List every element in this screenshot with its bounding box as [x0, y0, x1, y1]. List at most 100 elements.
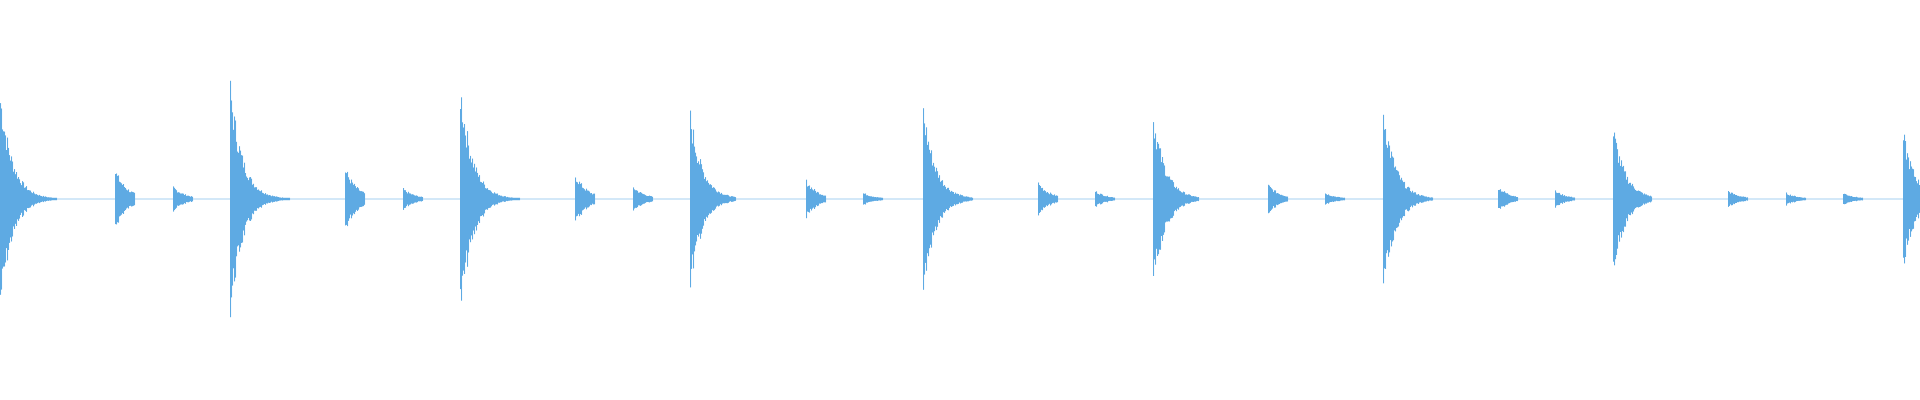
- waveform-bar: [1621, 160, 1623, 238]
- waveform-bar: [1175, 188, 1177, 210]
- waveform-bar: [1172, 180, 1174, 218]
- waveform-bar: [1572, 197, 1574, 201]
- waveform-bar: [492, 193, 494, 205]
- waveform-bar: [958, 194, 960, 204]
- waveform-bar: [1637, 190, 1639, 208]
- waveform-bar: [1798, 197, 1800, 201]
- waveform-bar: [1853, 197, 1855, 201]
- waveform-bar: [1859, 197, 1861, 201]
- waveform-bar: [698, 161, 700, 237]
- waveform-bar: [825, 195, 827, 203]
- waveform-bar: [259, 190, 261, 208]
- waveform-bar: [1796, 197, 1798, 202]
- waveform-bar: [249, 177, 251, 221]
- waveform-bar: [1102, 194, 1104, 204]
- waveform-bar: [956, 193, 958, 205]
- waveform-bar: [933, 162, 935, 236]
- waveform-bar: [42, 196, 44, 202]
- waveform-bar: [1568, 196, 1570, 202]
- waveform-bar: [489, 190, 491, 208]
- waveform-bar: [939, 175, 941, 223]
- waveform-bar: [937, 171, 939, 227]
- waveform-bar: [728, 195, 730, 203]
- waveform-bar: [953, 192, 955, 206]
- waveform-bar: [877, 197, 879, 201]
- waveform-bar: [267, 194, 269, 204]
- waveform-bar: [33, 191, 35, 207]
- waveform-bar: [1186, 194, 1188, 204]
- waveform-bar: [269, 195, 271, 203]
- waveform-bar: [1803, 197, 1805, 201]
- waveform-bar: [1632, 183, 1634, 215]
- waveform-bar: [923, 108, 925, 290]
- waveform-bar: [253, 183, 255, 215]
- waveform-bar: [1800, 197, 1802, 201]
- waveform-bar: [1638, 190, 1640, 208]
- waveform-bar: [264, 194, 266, 204]
- waveform-bar: [935, 171, 937, 227]
- waveform-bar: [1917, 183, 1919, 215]
- waveform-bar: [128, 189, 130, 209]
- waveform-bar: [808, 185, 810, 213]
- waveform-bar: [46, 196, 48, 201]
- waveform-bar: [872, 196, 874, 202]
- waveform-bar: [706, 181, 708, 217]
- waveform-bar: [1505, 192, 1507, 206]
- waveform-bar: [471, 162, 473, 236]
- waveform-bar: [131, 191, 133, 207]
- waveform-bar: [1804, 197, 1806, 201]
- waveform-bar: [814, 189, 816, 209]
- waveform-bar: [696, 156, 698, 242]
- waveform-bar: [1852, 196, 1854, 202]
- waveform-bar: [948, 187, 950, 211]
- waveform-bar: [462, 122, 464, 276]
- waveform-bar: [49, 197, 51, 201]
- waveform-bar: [731, 196, 733, 202]
- waveform-bar: [180, 193, 182, 205]
- waveform-bar: [1513, 195, 1515, 202]
- waveform-bar: [1910, 161, 1912, 237]
- waveform-bar: [1745, 196, 1747, 202]
- waveform-bar: [1391, 151, 1393, 247]
- waveform-bar: [465, 135, 467, 263]
- waveform-bar: [1845, 194, 1847, 204]
- waveform-bar: [1728, 191, 1730, 207]
- waveform-bar: [1729, 192, 1731, 206]
- waveform-bar: [122, 184, 124, 214]
- waveform-bar: [1413, 192, 1415, 206]
- waveform-bar: [1114, 197, 1116, 201]
- waveform-bar: [176, 190, 178, 208]
- waveform-bar: [127, 190, 129, 208]
- waveform-bar: [963, 196, 965, 202]
- waveform-bar: [56, 197, 58, 201]
- waveform-bar: [1561, 195, 1563, 203]
- waveform-bar: [257, 189, 259, 209]
- waveform-bar: [1555, 190, 1557, 208]
- waveform-bar: [697, 163, 699, 235]
- waveform-bar: [1512, 196, 1514, 203]
- waveform-bar: [490, 190, 492, 208]
- waveform-bar: [1104, 196, 1106, 202]
- waveform-bar: [732, 196, 734, 202]
- waveform-bar: [192, 196, 194, 202]
- waveform-bar: [1573, 197, 1575, 201]
- waveform-bar: [233, 129, 235, 269]
- waveform-bar: [1095, 191, 1097, 207]
- waveform-bar: [691, 129, 693, 269]
- waveform-bar: [115, 174, 117, 225]
- waveform-bar: [1335, 196, 1337, 202]
- waveform-bar: [577, 182, 579, 216]
- waveform-bar: [1184, 192, 1186, 206]
- waveform-bar: [1787, 194, 1789, 204]
- waveform-bar: [1158, 143, 1160, 255]
- waveform-bar: [950, 191, 952, 207]
- waveform-bar: [1271, 188, 1273, 210]
- waveform-bar: [1176, 186, 1178, 212]
- waveform-bar: [1616, 142, 1618, 255]
- waveform-bar: [874, 197, 876, 201]
- waveform-bar: [40, 195, 42, 203]
- waveform-bar: [1424, 196, 1426, 202]
- waveform-bar: [1395, 166, 1397, 232]
- waveform-bar: [1499, 189, 1501, 208]
- waveform-bar: [281, 197, 283, 201]
